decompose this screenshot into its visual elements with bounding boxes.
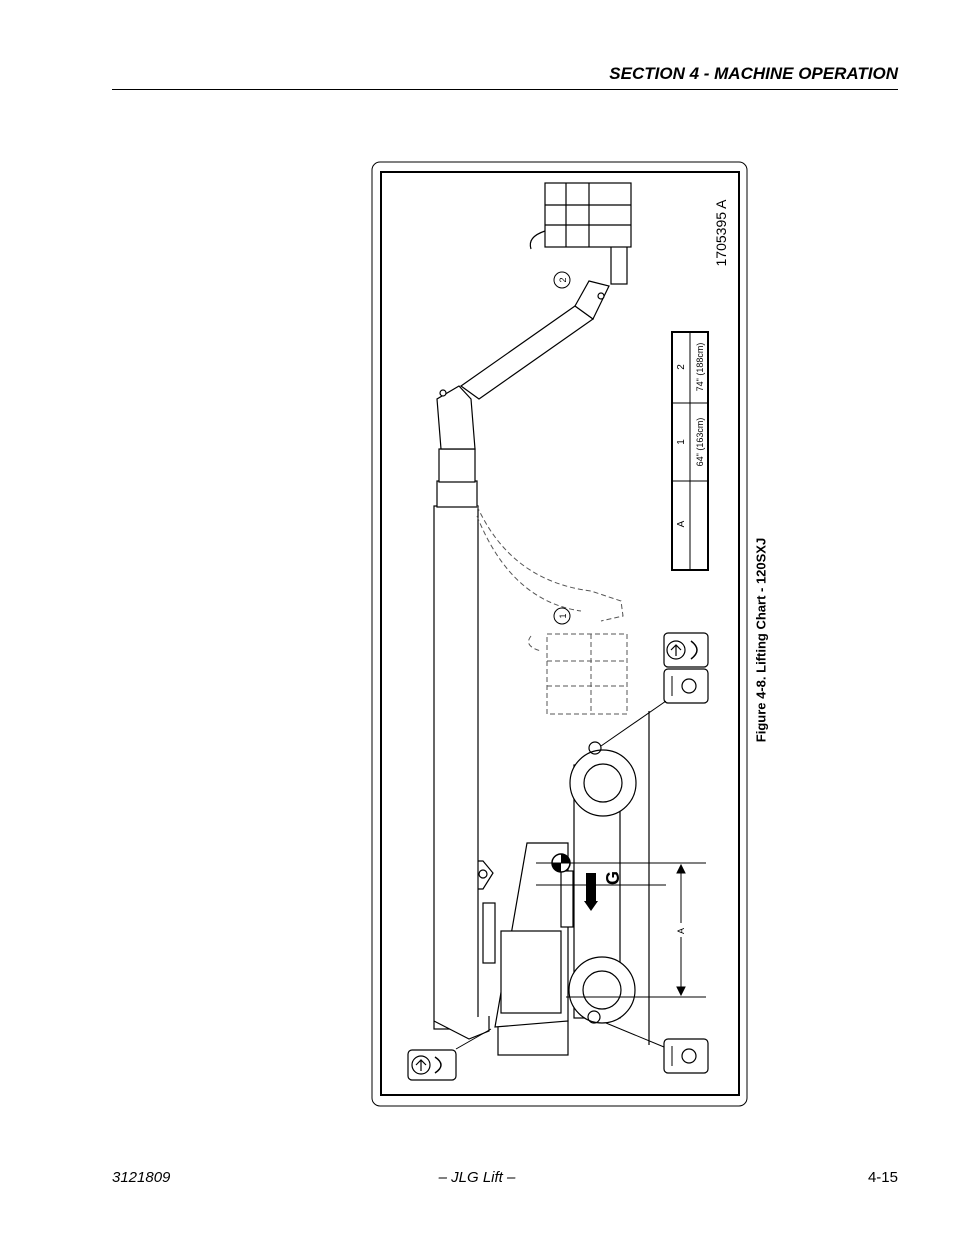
lift-point-icon xyxy=(407,1028,492,1081)
svg-text:G: G xyxy=(603,871,623,885)
jib-boom-position-2 xyxy=(436,182,632,450)
lift-point-icon-2 xyxy=(663,632,709,668)
page-number: 4-15 xyxy=(867,1169,898,1186)
table-value-1: 64" (163cm) xyxy=(695,418,705,467)
dimension-table xyxy=(671,331,709,571)
center-of-gravity-symbol: G xyxy=(536,853,706,998)
machine-chassis xyxy=(494,711,650,1056)
tie-down-icon-2 xyxy=(605,1022,709,1074)
table-header-1: 1 xyxy=(676,439,687,445)
doc-number: 3121809 xyxy=(112,1169,171,1186)
tie-down-icon xyxy=(600,668,709,747)
header-rule xyxy=(112,89,898,90)
table-header-a: A xyxy=(676,520,687,527)
position-1-marker xyxy=(553,607,571,625)
table-header-2: 2 xyxy=(676,364,687,370)
footer-brand: – JLG Lift – xyxy=(438,1169,516,1186)
drawing-number: 1705395 A xyxy=(713,199,729,267)
position-2-label: 2 xyxy=(558,277,568,282)
dimension-a-label: A xyxy=(676,928,686,934)
section-title: SECTION 4 - MACHINE OPERATION xyxy=(609,64,898,83)
inner-frame xyxy=(380,171,740,1096)
figure-caption: Figure 4-8. Lifting Chart - 120SXJ xyxy=(753,537,769,743)
main-boom xyxy=(433,448,490,1040)
table-value-2: 74" (188cm) xyxy=(695,343,705,392)
position-1-label: 1 xyxy=(558,613,568,618)
jib-boom-position-1 xyxy=(476,505,628,715)
outer-frame xyxy=(371,161,748,1107)
position-2-marker xyxy=(553,271,571,289)
lifting-chart-figure: G A xyxy=(371,161,748,1107)
dimension-a xyxy=(674,863,688,997)
